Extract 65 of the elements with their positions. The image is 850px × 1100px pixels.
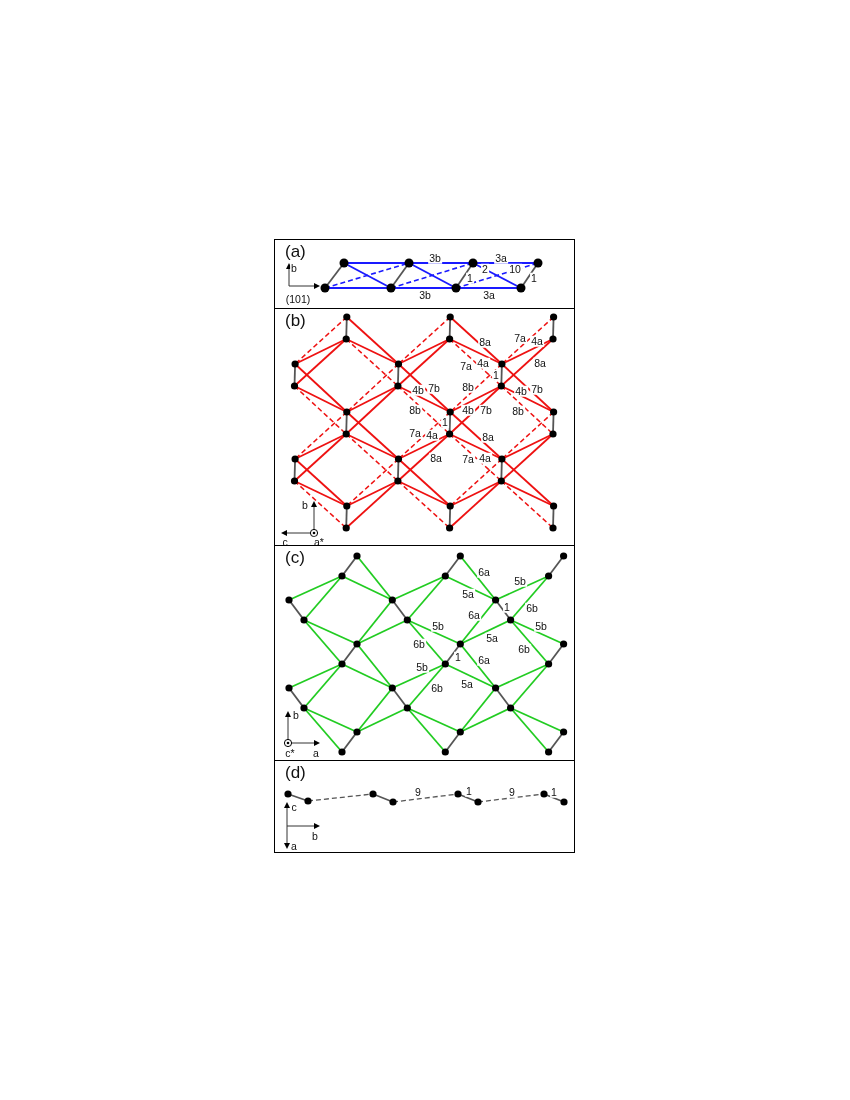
bond-label: 8a bbox=[429, 452, 443, 464]
panel bbox=[274, 760, 575, 853]
bond-label: 5b bbox=[431, 620, 445, 632]
bond-label: 1 bbox=[530, 272, 538, 284]
bond-label: 8a bbox=[478, 336, 492, 348]
bond-label: 8a bbox=[533, 357, 547, 369]
bond-label: 3b bbox=[428, 252, 442, 264]
panel bbox=[274, 308, 575, 546]
bond-label: 6a bbox=[477, 566, 491, 578]
panel-label: (d) bbox=[285, 763, 306, 783]
bond-label: 4a bbox=[425, 429, 439, 441]
bond-label: 8b bbox=[511, 405, 525, 417]
bond-label: 7a bbox=[513, 332, 527, 344]
panel-label: (a) bbox=[285, 242, 306, 262]
bond-label: 3b bbox=[418, 289, 432, 301]
bond-label: 4b bbox=[461, 404, 475, 416]
bond-label: 4a bbox=[478, 452, 492, 464]
bond-label: 6a bbox=[467, 609, 481, 621]
bond-label: 7b bbox=[427, 382, 441, 394]
bond-label: 2 bbox=[481, 263, 489, 275]
bond-label: 1 bbox=[503, 601, 511, 613]
bond-label: 6b bbox=[517, 643, 531, 655]
bond-label: 3a bbox=[494, 252, 508, 264]
bond-label: 5a bbox=[485, 632, 499, 644]
bond-label: 9 bbox=[508, 786, 516, 798]
bond-label: 10 bbox=[508, 263, 522, 275]
bond-label: 3a bbox=[482, 289, 496, 301]
bond-label: 7a bbox=[461, 453, 475, 465]
bond-label: 6b bbox=[525, 602, 539, 614]
bond-label: 6b bbox=[430, 682, 444, 694]
bond-label: 8b bbox=[461, 381, 475, 393]
bond-label: 5b bbox=[415, 661, 429, 673]
bond-label: 9 bbox=[414, 786, 422, 798]
axis-label: c* bbox=[284, 747, 296, 759]
bond-label: 1 bbox=[454, 651, 462, 663]
bond-label: 1 bbox=[492, 369, 500, 381]
axis-label: b bbox=[311, 830, 319, 842]
bond-label: 5a bbox=[461, 588, 475, 600]
bond-label: 7a bbox=[408, 427, 422, 439]
bond-label: 7b bbox=[479, 404, 493, 416]
bond-label: 8b bbox=[408, 404, 422, 416]
axis-label: b bbox=[290, 262, 298, 274]
bond-label: 7b bbox=[530, 383, 544, 395]
axis-label: a* bbox=[313, 536, 325, 545]
bond-label: 5b bbox=[534, 620, 548, 632]
bond-label: 5b bbox=[513, 575, 527, 587]
axis-label: b bbox=[301, 499, 309, 511]
panel-label: (c) bbox=[285, 548, 305, 568]
bond-label: 8a bbox=[481, 431, 495, 443]
bond-label: 5a bbox=[460, 678, 474, 690]
bond-label: 7a bbox=[459, 360, 473, 372]
axis-label: b bbox=[292, 709, 300, 721]
bond-label: 6b bbox=[412, 638, 426, 650]
bond-label: 1 bbox=[465, 785, 473, 797]
bond-label: 1 bbox=[550, 786, 558, 798]
bond-label: 6a bbox=[477, 654, 491, 666]
bond-label: 4a bbox=[530, 335, 544, 347]
bond-label: 4b bbox=[514, 385, 528, 397]
axis-label: (101) bbox=[284, 293, 312, 305]
bond-label: 4a bbox=[476, 357, 490, 369]
panel bbox=[274, 239, 575, 309]
bond-label: 4b bbox=[411, 384, 425, 396]
bond-label: 1 bbox=[466, 272, 474, 284]
panel-label: (b) bbox=[285, 311, 306, 331]
bond-label: 1 bbox=[441, 416, 449, 428]
